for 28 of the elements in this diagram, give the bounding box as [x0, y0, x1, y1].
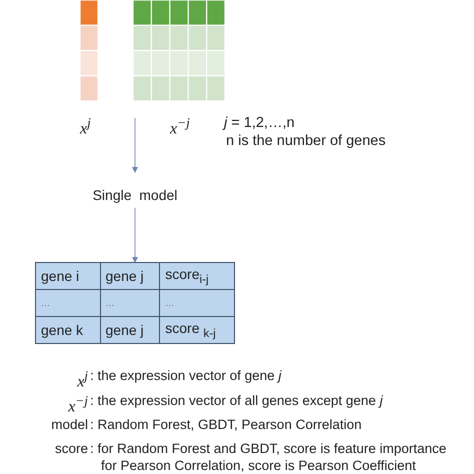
variable-symbol: x$^{j}$: [77, 367, 88, 392]
definition-text: : the expression vector of all genes except gene j: [90, 393, 383, 409]
table-cell: score$_{i-j}$: [160, 262, 234, 290]
table-cell: gene i: [36, 262, 100, 290]
note-text: n is the number of genes: [226, 133, 386, 149]
matrix-grid: [133, 0, 225, 101]
term-label: score: [54, 441, 88, 457]
definition-text: : the expression vector of gene j: [90, 368, 282, 384]
arrow: [132, 208, 138, 263]
table-cell: …: [100, 290, 160, 316]
definition-text: : Random Forest, GBDT, Pearson Correlation: [90, 417, 362, 433]
variable-symbol: x$^{−j}$: [170, 114, 190, 138]
index-note: j = 1,2,…,n: [224, 115, 295, 131]
model-label: Single model: [85, 184, 185, 206]
term-label: model: [51, 417, 88, 433]
table-cell: gene j: [100, 262, 160, 290]
variable-symbol: x$^{j}$: [80, 114, 91, 138]
table-cell: …: [160, 290, 234, 316]
definition-text: for Pearson Correlation, score is Pearson Coefficient: [101, 458, 416, 474]
table-cell: score $_{k-j}$: [160, 316, 234, 344]
vector-column: [80, 0, 98, 101]
table-cell: gene j: [100, 316, 160, 344]
definition-text: : for Random Forest and GBDT, score is feature importance: [90, 441, 446, 457]
result-table: [35, 262, 235, 341]
variable-symbol: x$^{−j}$: [68, 392, 88, 416]
table-cell: …: [36, 290, 100, 316]
table-cell: gene k: [36, 316, 100, 344]
arrow: [132, 118, 138, 173]
